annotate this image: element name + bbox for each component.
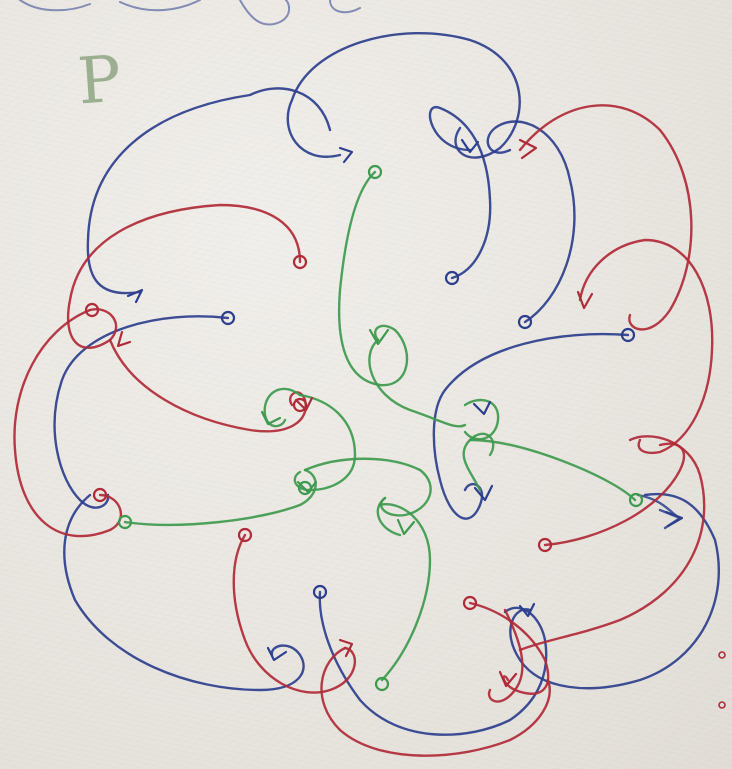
- arrowhead-green-3: [398, 520, 414, 534]
- green-strand-6: [305, 459, 431, 516]
- green-strand-10: [470, 440, 635, 500]
- red-strand-5: [580, 240, 712, 453]
- arrowhead-red-1: [520, 140, 536, 158]
- green-strand-1: [339, 172, 407, 385]
- nodes: [86, 166, 725, 708]
- arrowhead-green-1: [370, 330, 388, 344]
- arrowheads: [118, 140, 682, 686]
- blue-strand-9: [510, 494, 718, 688]
- red-strand-9: [234, 535, 355, 693]
- blue-strand-3: [430, 107, 490, 278]
- green-strands: [125, 172, 635, 680]
- top-scribble: [20, 0, 360, 25]
- red-strand-6: [520, 436, 704, 650]
- arrowhead-blue-6: [268, 648, 286, 660]
- arrowhead-blue-2: [340, 148, 352, 162]
- green-strand-5: [125, 470, 316, 525]
- red-strands: [14, 105, 712, 755]
- arrowhead-blue-4: [475, 486, 492, 500]
- red-strand-2: [110, 340, 306, 431]
- red-strand-4: [520, 105, 691, 329]
- blue-strand-2: [288, 33, 520, 157]
- node-red-edge-dot-2: [719, 702, 725, 708]
- red-strand-1: [68, 205, 300, 348]
- red-strand-7: [545, 444, 684, 545]
- node-red-edge-dot-1: [719, 652, 725, 658]
- arrowhead-blue-8: [474, 402, 490, 414]
- arrowhead-red-3: [118, 332, 130, 346]
